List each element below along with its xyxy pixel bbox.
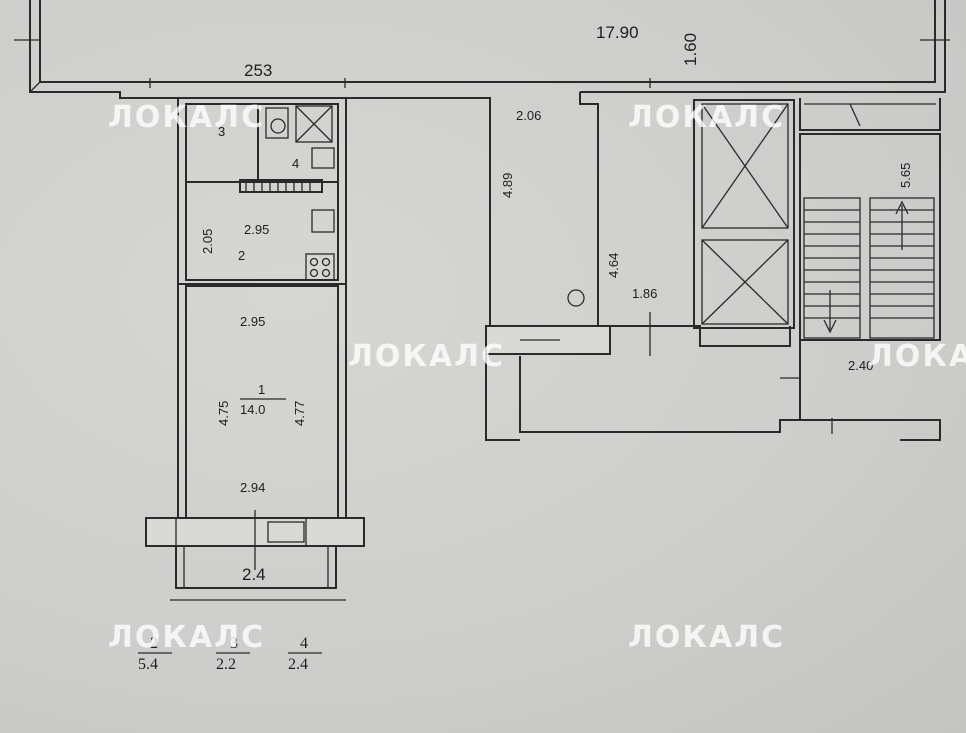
staircase: [780, 98, 941, 434]
room-labels: 3 4 2 1 14.0: [218, 124, 299, 417]
room-number-1: 1: [258, 382, 265, 397]
watermarks: ЛОКАЛС ЛОКАЛС ЛОКАЛС ЛОКАЛС ЛОКАЛС ЛОКАЛ…: [108, 100, 966, 655]
toilet-icon: [265, 107, 289, 139]
sink-icon: [311, 147, 335, 233]
stove-icon: [305, 253, 335, 281]
watermark-1: ЛОКАЛС: [108, 100, 265, 135]
legend-area-4: 2.4: [288, 656, 308, 673]
legend-area-2: 5.4: [138, 656, 158, 673]
dim-corridor-width: 1.60: [681, 33, 700, 66]
corridor: [14, 0, 950, 104]
dim-lift-hall-length: 4.64: [606, 253, 621, 278]
dim-stair-width: 2.40: [848, 358, 873, 373]
watermark-3: ЛОКАЛС: [348, 339, 505, 374]
watermark-4: ЛОКАЛС: [868, 339, 966, 374]
apartment-walls: [177, 97, 347, 521]
public-hall: [345, 92, 941, 441]
dim-lift-hall-width: 1.86: [632, 286, 657, 301]
ventilation-grille: [245, 180, 311, 192]
window-balcony: [145, 510, 365, 601]
watermark-2: ЛОКАЛС: [628, 100, 785, 135]
area-legend: 2 5.4 3 2.2 4 2.4: [138, 635, 322, 673]
watermark-5: ЛОКАЛС: [108, 620, 265, 655]
dim-room-left-len: 4.75: [216, 401, 231, 426]
room-number-kitchen: 2: [238, 248, 245, 263]
dim-room-top-width: 2.95: [240, 314, 265, 329]
dim-kitchen-width: 2.95: [244, 222, 269, 237]
lift-shafts: [693, 99, 795, 329]
watermark-6: ЛОКАЛС: [628, 620, 785, 655]
dim-hall-length: 4.89: [500, 173, 515, 198]
dim-kitchen-depth: 2.05: [200, 229, 215, 254]
dim-room-right-len: 4.77: [292, 401, 307, 426]
shower-icon: [295, 105, 333, 143]
dim-balcony-width: 2.4: [242, 565, 266, 584]
dim-corridor-left: 253: [244, 61, 272, 80]
room-number-bath: 4: [292, 156, 299, 171]
legend-num-4: 4: [300, 635, 308, 652]
legend-num-2: 2: [150, 635, 158, 652]
legend-num-3: 3: [230, 635, 238, 652]
room-number-toilet: 3: [218, 124, 225, 139]
dim-corridor-length: 17.90: [596, 23, 639, 42]
dim-room-bottom-width: 2.94: [240, 480, 265, 495]
dim-stair-length: 5.65: [898, 163, 913, 188]
room-area-1: 14.0: [240, 402, 265, 417]
dim-hall-width: 2.06: [516, 108, 541, 123]
dimension-labels: 17.90 1.60 253 2.06 4.89 4.64 1.86 5.65 …: [200, 23, 913, 584]
legend-area-3: 2.2: [216, 656, 236, 673]
